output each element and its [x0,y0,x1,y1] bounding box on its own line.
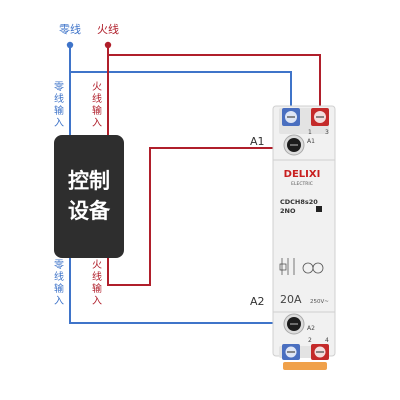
terminal-2-screw [282,344,300,360]
live-input-label-bottom: 火线输入 [92,259,102,307]
live-wire-to-a1 [107,147,293,286]
terminal-a2-device-label: A2 [307,325,315,332]
din-rail-clip [283,362,327,370]
circuit-schematic-icon [279,258,295,275]
live-wire-to-terminal-3 [108,54,321,118]
certification-marks-icon [302,262,324,274]
neutral-wire-to-a2 [69,258,293,324]
neutral-input-label-top: 零线输入 [54,81,64,129]
live-source-label: 火线 [97,22,119,36]
terminal-1-screw [282,108,300,126]
control-box-title-line2: 设备 [68,199,111,223]
terminal-4-label: 4 [325,337,329,344]
neutral-input-label-bottom: 零线输入 [54,259,64,307]
terminal-a1-device-label: A1 [307,138,315,145]
neutral-source-label: 零线 [59,22,81,36]
indicator-window [316,206,322,212]
control-box-title-line1: 控制 [68,169,110,193]
neutral-source-dot [66,41,74,49]
terminal-3-screw [311,108,329,126]
svg-text:火线输入: 火线输入 [92,81,102,129]
voltage-rating: 250V~ [310,299,329,305]
terminal-1-label: 1 [308,129,312,136]
terminal-2-label: 2 [308,337,312,344]
terminal-a2-screw [283,313,305,335]
terminal-3-label: 3 [325,129,329,136]
model-number: CDCH8s20 [280,198,318,206]
terminal-4-screw [311,344,329,360]
brand-logo: DELIXI [284,169,321,180]
svg-text:零线输入: 零线输入 [54,81,64,129]
control-box [54,135,124,258]
neutral-wire-to-terminal-1 [70,71,292,118]
live-source-dot [104,41,112,49]
model-variant: 2NO [280,207,296,215]
svg-text:火线输入: 火线输入 [92,259,102,307]
brand-subtitle: ELECTRIC [291,181,313,187]
terminal-a1-screw [283,134,305,156]
svg-text:零线输入: 零线输入 [54,259,64,307]
contactor-device: 1 3 A1 DELIXI ELECTRIC CDCH8s20 2NO [272,105,336,370]
a1-label: A1 [250,135,265,148]
a2-label: A2 [250,295,265,308]
current-rating: 20A [280,293,302,306]
live-input-label-top: 火线输入 [92,81,102,129]
